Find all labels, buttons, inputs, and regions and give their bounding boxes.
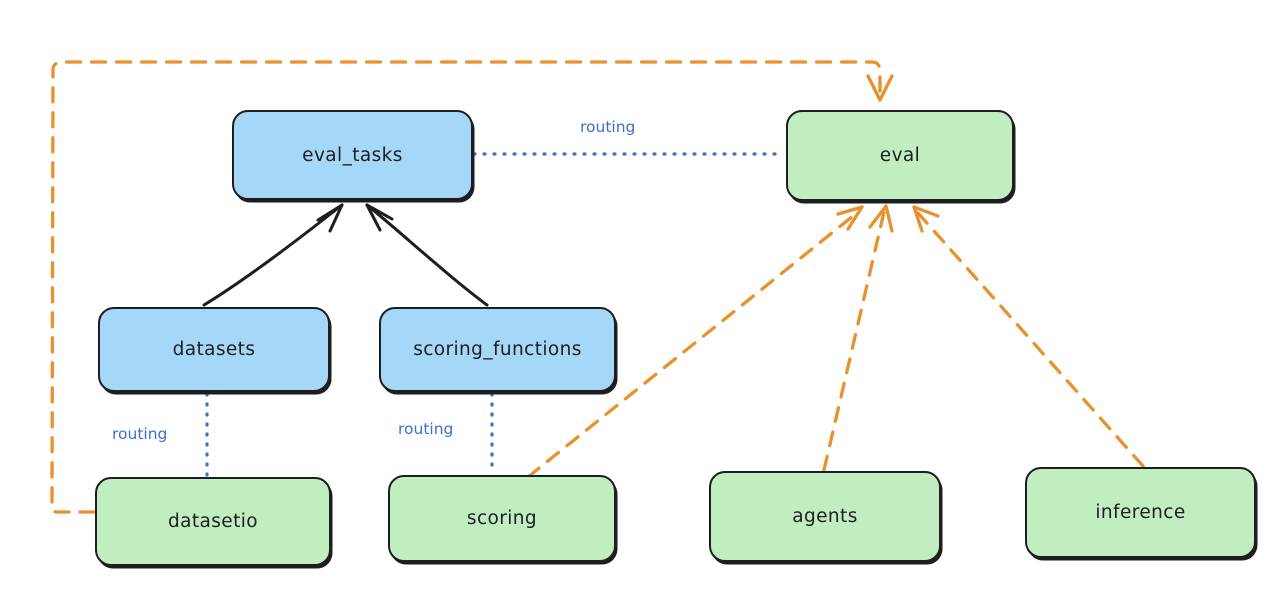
- edge-datasets-to-eval-tasks: [202, 203, 344, 307]
- node-label-datasetio: datasetio: [167, 511, 258, 532]
- node-label-eval-tasks: eval_tasks: [302, 144, 403, 166]
- node-datasetio[interactable]: datasetio: [95, 477, 331, 566]
- node-label-scoring-functions: scoring_functions: [413, 339, 582, 360]
- edge-scoring-functions-to-eval-tasks: [365, 203, 489, 307]
- node-label-eval: eval: [879, 145, 921, 166]
- node-datasets[interactable]: datasets: [98, 307, 330, 392]
- node-inference[interactable]: inference: [1025, 467, 1256, 558]
- node-label-datasets: datasets: [172, 339, 256, 360]
- edge-label-routing-eval-tasks: routing: [580, 118, 636, 136]
- edge-inference-to-eval: [912, 205, 1145, 468]
- edge-label-routing-datasets: routing: [112, 425, 168, 443]
- node-label-agents: agents: [792, 506, 858, 527]
- node-eval-tasks[interactable]: eval_tasks: [232, 110, 473, 200]
- edge-label-routing-scoring: routing: [398, 420, 454, 438]
- edge-agents-to-eval: [822, 204, 894, 472]
- node-label-scoring: scoring: [466, 508, 538, 529]
- node-eval[interactable]: eval: [786, 110, 1014, 201]
- node-scoring-functions[interactable]: scoring_functions: [379, 307, 616, 392]
- node-label-inference: inference: [1095, 502, 1186, 523]
- node-agents[interactable]: agents: [709, 471, 941, 562]
- node-scoring[interactable]: scoring: [388, 475, 616, 562]
